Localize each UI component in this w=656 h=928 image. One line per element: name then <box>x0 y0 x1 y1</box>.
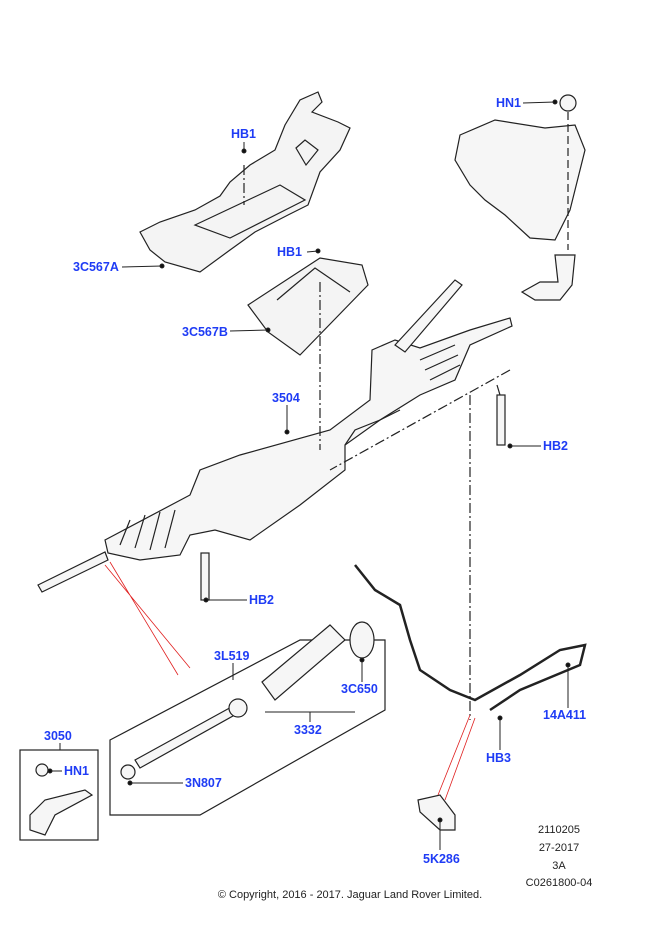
label-3c650[interactable]: 3C650 <box>341 682 378 696</box>
kit-box-3050 <box>19 749 99 841</box>
copyright-notice: © Copyright, 2016 - 2017. Jaguar Land Ro… <box>217 889 483 901</box>
label-14a411[interactable]: 14A411 <box>543 708 587 722</box>
label-3l519[interactable]: 3L519 <box>214 649 250 663</box>
bracket <box>417 794 456 831</box>
label-hb1-a[interactable]: HB1 <box>231 127 257 141</box>
label-hb1-b[interactable]: HB1 <box>277 245 303 259</box>
bolt-hb2-left <box>200 552 210 601</box>
heat-shield-a <box>139 91 351 273</box>
knuckle <box>454 119 586 241</box>
label-3n807[interactable]: 3N807 <box>185 776 222 790</box>
label-hn1-bottom[interactable]: HN1 <box>64 764 90 778</box>
meta-line-1: 2110205 <box>537 824 580 836</box>
label-3c567a[interactable]: 3C567A <box>73 260 119 274</box>
bolt-hb2-right <box>496 394 506 446</box>
meta-line-3: 3A <box>552 860 566 872</box>
label-hn1-top[interactable]: HN1 <box>496 96 522 110</box>
heat-shield-b <box>247 257 369 356</box>
steering-rack <box>104 317 513 561</box>
meta-line-2: 27-2017 <box>538 842 580 854</box>
label-hb2-right[interactable]: HB2 <box>543 439 569 453</box>
label-hb3[interactable]: HB3 <box>486 751 512 765</box>
wiring-harness <box>354 564 587 712</box>
label-3504[interactable]: 3504 <box>272 391 300 405</box>
meta-line-4: C0261800-04 <box>525 877 593 889</box>
kit-box-3l519 <box>109 639 386 816</box>
label-hb2-left[interactable]: HB2 <box>249 593 275 607</box>
label-3c567b[interactable]: 3C567B <box>182 325 228 339</box>
label-3332[interactable]: 3332 <box>294 723 322 737</box>
label-5k286[interactable]: 5K286 <box>423 852 460 866</box>
label-3050[interactable]: 3050 <box>44 729 72 743</box>
